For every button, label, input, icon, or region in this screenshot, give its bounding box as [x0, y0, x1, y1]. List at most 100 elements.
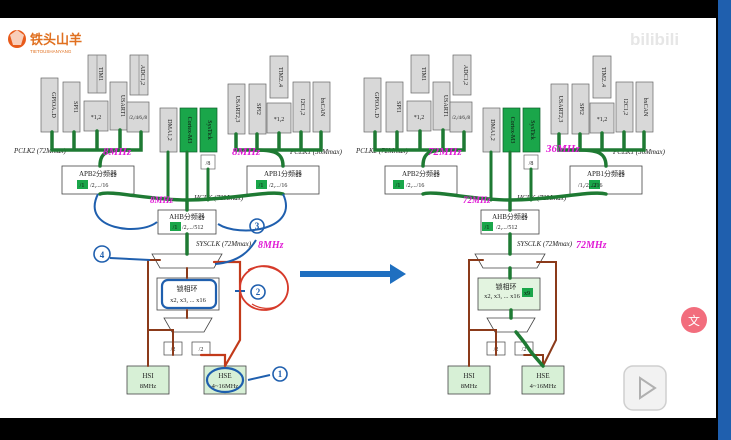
apb2-div-left: /2,.../16	[90, 183, 108, 189]
ann-sysclk-left: 8MHz	[258, 240, 284, 251]
right-clock-tree: GPIOA..D SPI1 TIM1 *1,2 USART1 ADC1,2 /2…	[355, 54, 666, 395]
periph-adc-div: /2,/4/6,/8	[129, 116, 148, 121]
logo-subtitle: TIETOUSHANYANG	[30, 49, 72, 54]
ahb-sel-left: /1	[173, 225, 178, 231]
ann-sysclk-right: 72MHz	[576, 240, 607, 251]
ahb-div-left: /2,.../512	[182, 225, 203, 231]
r-periph-gpio: GPIOA..D	[373, 92, 379, 118]
r-periph-adc: ADC1,2	[462, 65, 468, 85]
r-periph-tim24: TIM2..4	[600, 67, 606, 87]
apb1-div-left: /2,.../16	[269, 183, 287, 189]
ahb-label-left: AHB分频器	[169, 212, 205, 221]
apb1-sel-right: /2	[592, 183, 597, 189]
periph-dma: DMA1,2	[166, 119, 172, 141]
hsi-label-left: HSI	[142, 372, 154, 380]
annotation-4: 4	[100, 250, 105, 260]
r-periph-adc-div: /2,/4/6,/8	[452, 116, 471, 121]
periph-tim24: TIM2..4	[277, 67, 283, 87]
ann-pclk1-left: 8MHz	[232, 146, 261, 158]
r-periph-spi2: SPI2	[578, 103, 584, 115]
bilibili-watermark: bilibili	[630, 30, 679, 49]
periph-usart1: USART1	[119, 95, 125, 117]
apb2-sel-left: /1	[80, 183, 85, 189]
r-periph-tim1: TIM1	[420, 67, 426, 81]
pll-mul-left: x2, x3, ... x16	[170, 297, 207, 304]
periph-systick: SysTick	[206, 120, 212, 139]
apb1-sel-left: /1	[259, 183, 264, 189]
logo-text: 铁头山羊	[29, 32, 82, 47]
r-periph-spi1: SPI1	[395, 101, 401, 113]
r-periph-usart1: USART1	[442, 95, 448, 117]
hsi-label-right: HSI	[463, 372, 475, 380]
pll-mul-right: x2, x3, ... x16	[484, 293, 521, 300]
pclk2-label-left: PCLK2 (72Mmax)	[13, 147, 67, 155]
periph-gpio: GPIOA..D	[50, 92, 56, 118]
periph-mul2: *1,2	[274, 117, 285, 123]
annotation-3: 3	[255, 221, 260, 231]
play-button[interactable]	[623, 365, 667, 411]
hsi-freq-right: 8MHz	[461, 383, 478, 390]
ahb-div-right: /2,.../512	[496, 225, 517, 231]
core-peripherals-left: DMA1,2 Cortex-M3 SysTick /8	[159, 107, 218, 170]
pll-label-right: 锁相环	[496, 282, 517, 291]
sysclk-label-left: SYSCLK (72Mmax)	[196, 240, 252, 248]
scrollbar-track[interactable]	[718, 0, 731, 440]
ann-pclk1-right: 36MHz	[545, 143, 580, 155]
translate-icon: 文	[688, 313, 700, 328]
r-periph-i2c: I2C1,2	[622, 99, 628, 116]
periph-mul: *1,2	[91, 115, 102, 121]
r-periph-usart23: USART2,3	[557, 96, 563, 123]
r-periph-bxcan: bxCAN	[642, 98, 648, 117]
ann-hclk-left: 8MHz	[150, 195, 174, 205]
div8-left: /8	[206, 161, 211, 167]
apb2-peripherals-left: GPIOA..D SPI1 TIM1 *1,2 USART1 ADC1,2 /2…	[40, 54, 150, 133]
pll-label-left: 锁相环	[177, 284, 198, 293]
annotation-1: 1	[278, 369, 283, 379]
annotation-2: 2	[256, 287, 261, 297]
left-clock-tree: GPIOA..D SPI1 TIM1 *1,2 USART1 ADC1,2 /2…	[13, 54, 343, 395]
hse-freq-right: 4~16MHz	[530, 383, 557, 390]
pll-sel-right: x9	[524, 291, 530, 297]
ann-pclk2-left: 8MHz	[103, 146, 132, 158]
hsi-freq-left: 8MHz	[140, 383, 157, 390]
hse-freq-left: 4~16MHz	[212, 383, 239, 390]
hse-label-left: HSE	[218, 372, 231, 380]
apb2-div-right: /2,.../16	[406, 183, 424, 189]
apb2-sel-right: /1	[396, 183, 401, 189]
hse-label-right: HSE	[536, 372, 549, 380]
periph-tim1: TIM1	[97, 67, 103, 81]
periph-i2c: I2C1,2	[299, 99, 305, 116]
apb1-peripherals-left: USART2,3 SPI2 TIM2..4 *1,2 I2C1,2 bxCAN	[227, 55, 331, 135]
r-periph-systick: SysTick	[529, 120, 535, 139]
apb1-label-left: APB1分频器	[264, 169, 302, 178]
r-periph-dma: DMA1,2	[489, 119, 495, 141]
periph-usart23: USART2,3	[234, 96, 240, 123]
apb2-label-right: APB2分频器	[402, 169, 440, 178]
apb1-label-right: APB1分频器	[587, 169, 625, 178]
transition-arrow	[300, 264, 406, 284]
r-periph-cortex: Cortex-M3	[509, 117, 515, 144]
ahb-sel-right: /1	[485, 225, 490, 231]
translate-button[interactable]: 文	[681, 307, 707, 333]
r-periph-mul: *1,2	[414, 115, 425, 121]
ahb-label-right: AHB分频器	[492, 212, 528, 221]
r-periph-mul2: *1,2	[597, 117, 608, 123]
logo: 铁头山羊 TIETOUSHANYANG	[8, 30, 82, 54]
periph-spi2: SPI2	[255, 103, 261, 115]
sysclk-label-right: SYSCLK (72Mmax)	[517, 240, 573, 248]
apb2-label-left: APB2分频器	[79, 169, 117, 178]
periph-cortex: Cortex-M3	[186, 117, 192, 144]
div2b-left: /2	[199, 347, 204, 353]
pclk1-label-right: PCLK1 (36Mmax)	[612, 148, 666, 156]
periph-adc: ADC1,2	[139, 65, 145, 85]
ann-pclk2-right: 72MHz	[428, 146, 462, 158]
div2b-right: /2	[522, 347, 527, 353]
periph-bxcan: bxCAN	[319, 98, 325, 117]
pclk1-label-left: PCLK1 (36Mmax)	[289, 148, 343, 156]
ann-hclk-right: 72MHz	[463, 195, 491, 205]
apb1-div-right: /1,/2,.../16	[578, 183, 603, 189]
periph-spi1: SPI1	[72, 101, 78, 113]
play-icon	[639, 376, 657, 400]
div8-right: /8	[529, 161, 534, 167]
